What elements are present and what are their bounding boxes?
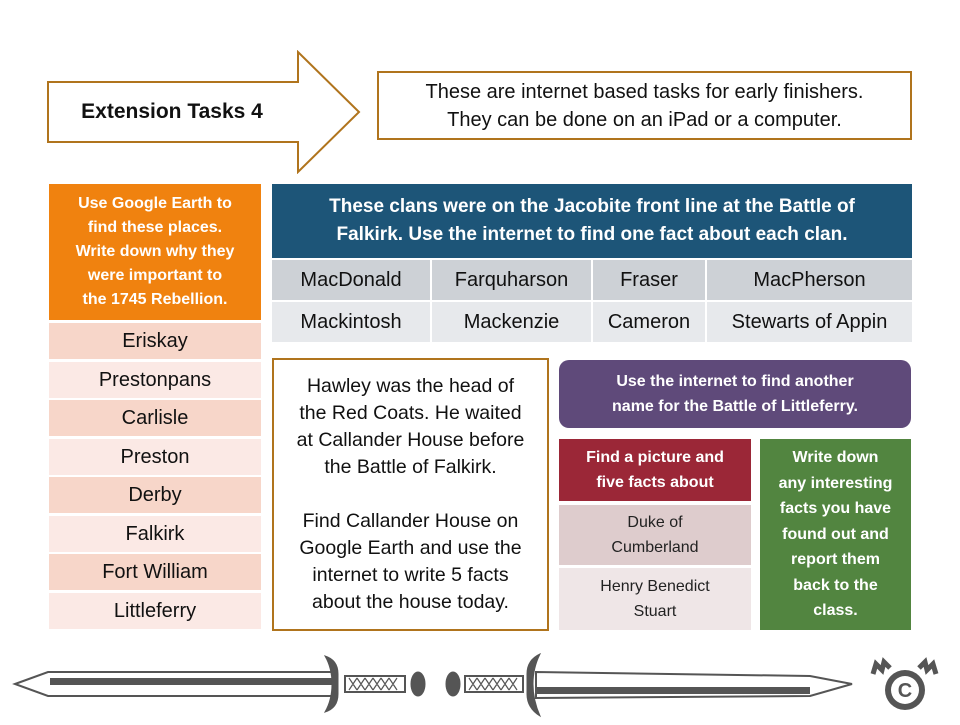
text-line: Write down — [792, 449, 879, 467]
text-line: any interesting — [778, 474, 893, 492]
text-line: at Callander House before — [296, 429, 525, 451]
clan-cell: Stewarts of Appin — [707, 302, 912, 342]
text-line: Google Earth and use the — [299, 537, 522, 559]
text-line: Find a picture and — [586, 449, 724, 466]
text-line: back to the — [793, 576, 878, 594]
text-line: about the house today. — [312, 591, 509, 613]
text-line: report them — [791, 551, 880, 569]
text-line: class. — [813, 602, 858, 620]
text-line: name for the Battle of Littleferry. — [612, 398, 858, 415]
instruction-line: the 1745 Rebellion. — [82, 291, 228, 308]
text-line: Cumberland — [611, 539, 699, 556]
clan-cell: Cameron — [593, 302, 705, 342]
clan-cell: MacDonald — [272, 260, 430, 300]
text-line: Hawley was the head of — [306, 375, 515, 397]
intro-line: These are internet based tasks for early… — [425, 80, 864, 103]
clan-cell: Farquharson — [432, 260, 591, 300]
text-line: five facts about — [596, 474, 714, 491]
title-arrow: Extension Tasks 4 — [46, 50, 362, 174]
page-title: Extension Tasks 4 — [81, 100, 263, 123]
intro-line: They can be done on an iPad or a compute… — [447, 108, 842, 131]
instruction-line: These clans were on the Jacobite front l… — [329, 196, 855, 217]
footer-decoration: C — [0, 640, 960, 720]
clan-cell: Mackenzie — [432, 302, 591, 342]
places-instruction: Use Google Earth to find these places. W… — [49, 184, 261, 320]
place-item: Carlisle — [49, 400, 261, 436]
text-line: Henry Benedict — [600, 578, 710, 595]
instruction-line: find these places. — [87, 219, 223, 236]
instruction-line: Use Google Earth to — [78, 195, 232, 212]
arrow-shape-icon — [47, 50, 361, 174]
text-line: Stuart — [633, 603, 677, 620]
sword-icon — [12, 655, 426, 713]
person-item: Duke of Cumberland — [559, 505, 751, 565]
clan-cell: Mackintosh — [272, 302, 430, 342]
place-item: Derby — [49, 477, 261, 513]
place-item: Littleferry — [49, 593, 261, 629]
clans-instruction: These clans were on the Jacobite front l… — [272, 184, 912, 258]
place-item: Falkirk — [49, 516, 261, 552]
instruction-line: were important to — [87, 267, 223, 284]
text-line: Duke of — [627, 514, 683, 531]
instruction-line: Falkirk. Use the internet to find one fa… — [336, 224, 848, 245]
text-line: facts you have — [779, 500, 892, 518]
svg-text:C: C — [898, 680, 912, 702]
place-item: Prestonpans — [49, 362, 261, 398]
person-item: Henry Benedict Stuart — [559, 568, 751, 630]
text-line: Use the internet to find another — [616, 373, 854, 390]
instruction-line: Write down why they — [75, 243, 235, 260]
intro-box: These are internet based tasks for early… — [377, 71, 912, 140]
text-line: the Red Coats. He waited — [299, 402, 522, 424]
clan-cell: Fraser — [593, 260, 705, 300]
place-item: Fort William — [49, 554, 261, 590]
littleferry-task: Use the internet to find another name fo… — [559, 360, 911, 428]
text-line: Find Callander House on — [302, 510, 519, 532]
place-item: Eriskay — [49, 323, 261, 359]
picture-task-header: Find a picture and five facts about — [559, 439, 751, 501]
clan-cell: MacPherson — [707, 260, 912, 300]
copyright-moose-logo-icon: C — [870, 657, 939, 710]
place-item: Preston — [49, 439, 261, 475]
sword-icon — [445, 652, 853, 718]
text-line: the Battle of Falkirk. — [324, 456, 497, 478]
text-line: found out and — [782, 525, 889, 543]
report-task: Write down any interesting facts you hav… — [760, 439, 911, 630]
hawley-box: Hawley was the head of the Red Coats. He… — [272, 358, 549, 631]
text-line: internet to write 5 facts — [312, 564, 509, 586]
